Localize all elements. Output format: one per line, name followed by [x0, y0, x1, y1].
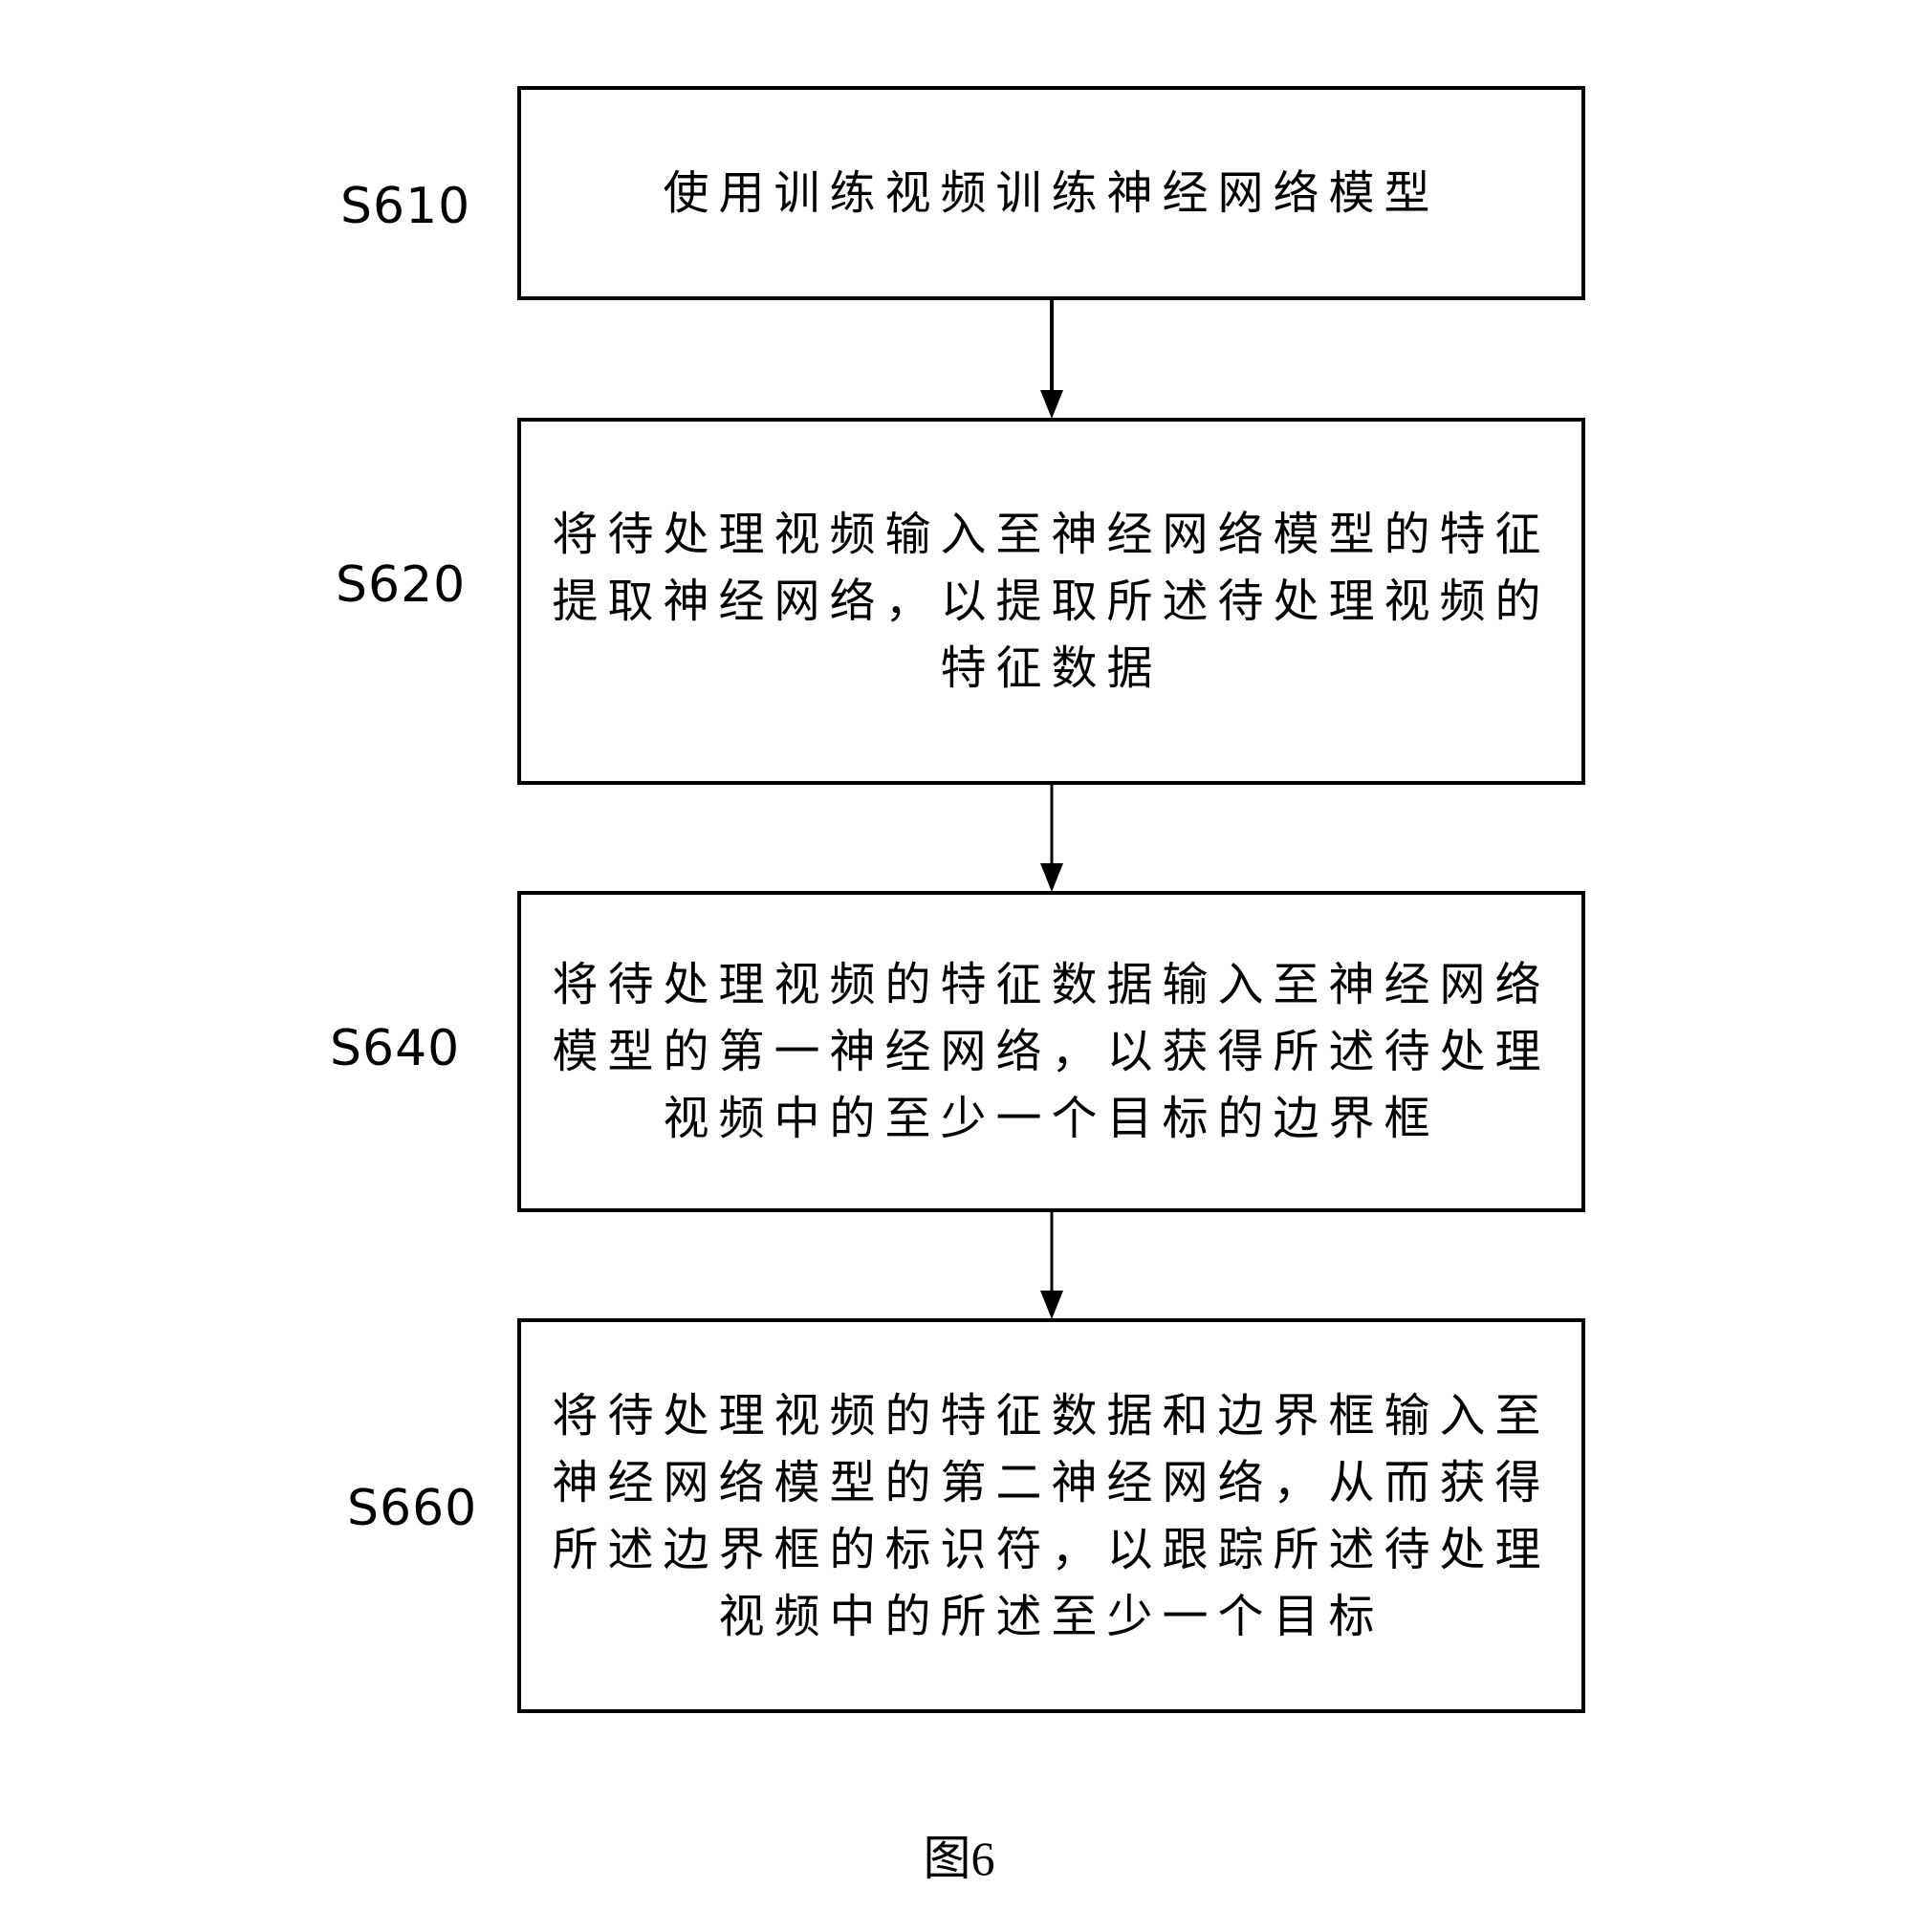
step-text-line: 将待处理视频的特征数据和边界框输入至	[552, 1388, 1551, 1443]
step-label-s660: S660	[347, 1480, 478, 1537]
step-text-line: 视频中的所述至少一个目标	[718, 1589, 1384, 1643]
step-text-line: 将待处理视频输入至神经网络模型的特征	[552, 508, 1551, 561]
arrow-down-icon	[1040, 783, 1063, 892]
step-text-line: 提取神经网络，以提取所述待处理视频的	[552, 575, 1551, 628]
step-text-line: 视频中的至少一个目标的边界框	[663, 1092, 1440, 1145]
step-label-s610: S610	[340, 178, 471, 235]
figure-caption: 图6	[923, 1832, 995, 1885]
step-text-line: 将待处理视频的特征数据输入至神经网络	[552, 958, 1551, 1011]
step-label-s620: S620	[336, 556, 467, 614]
step-box-s610: 使用训练视频训练神经网络模型	[517, 86, 1585, 300]
step-text-line: 模型的第一神经网络，以获得所述待处理	[552, 1025, 1551, 1078]
step-text-line: 使用训练视频训练神经网络模型	[663, 166, 1440, 220]
step-box-s620: 将待处理视频输入至神经网络模型的特征 提取神经网络，以提取所述待处理视频的 特征…	[517, 418, 1585, 785]
arrow-down-icon	[1040, 298, 1063, 419]
step-text-line: 所述边界框的标识符，以跟踪所述待处理	[552, 1522, 1551, 1576]
step-box-s640: 将待处理视频的特征数据输入至神经网络 模型的第一神经网络，以获得所述待处理 视频…	[517, 891, 1585, 1212]
arrow-down-icon	[1040, 1210, 1063, 1319]
step-text-line: 特征数据	[940, 641, 1163, 695]
step-label-s640: S640	[330, 1020, 461, 1077]
step-text-line: 神经网络模型的第二神经网络，从而获得	[552, 1455, 1551, 1509]
step-box-s660: 将待处理视频的特征数据和边界框输入至 神经网络模型的第二神经网络，从而获得 所述…	[517, 1318, 1585, 1713]
